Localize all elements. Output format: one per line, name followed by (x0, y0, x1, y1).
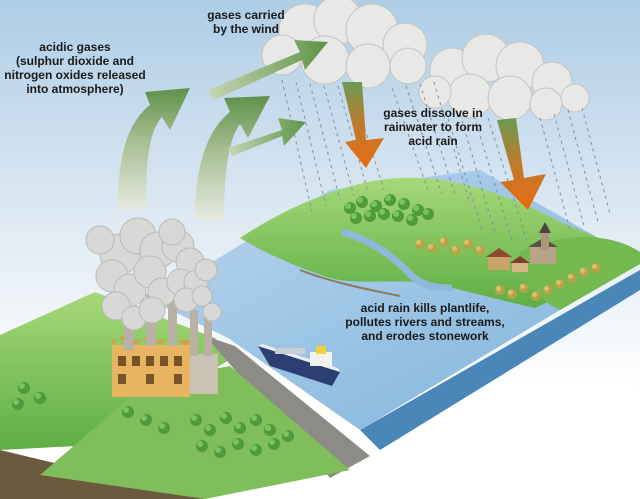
rising-gas-arrow-right (195, 96, 270, 220)
acid-rain-arrow-right (497, 118, 546, 210)
road (205, 336, 370, 478)
riverbank (299, 269, 401, 297)
acidic-gases-label: acidic gases (sulphur dioxide and nitrog… (4, 40, 146, 96)
gases-dissolve-label: gases dissolve in rainwater to form acid… (383, 106, 483, 148)
water-edge-right (360, 270, 640, 450)
rising-gas-arrow-left (118, 88, 190, 210)
wind-arrow (208, 40, 328, 100)
stream (341, 228, 453, 292)
village-church (486, 222, 558, 272)
gases-carried-label: gases carried by the wind (207, 8, 285, 36)
smoke-plumes (85, 217, 222, 331)
power-station (112, 294, 218, 397)
acid-rain-arrow-left (342, 82, 384, 168)
storm-clouds (261, 0, 590, 121)
rain-streaks (281, 79, 611, 245)
wind-arrow-lower (228, 118, 306, 156)
foreground-field (40, 366, 350, 499)
cargo-ship (258, 344, 340, 386)
acid-rain-effects-label: acid rain kills plantlife, pollutes rive… (345, 301, 505, 343)
